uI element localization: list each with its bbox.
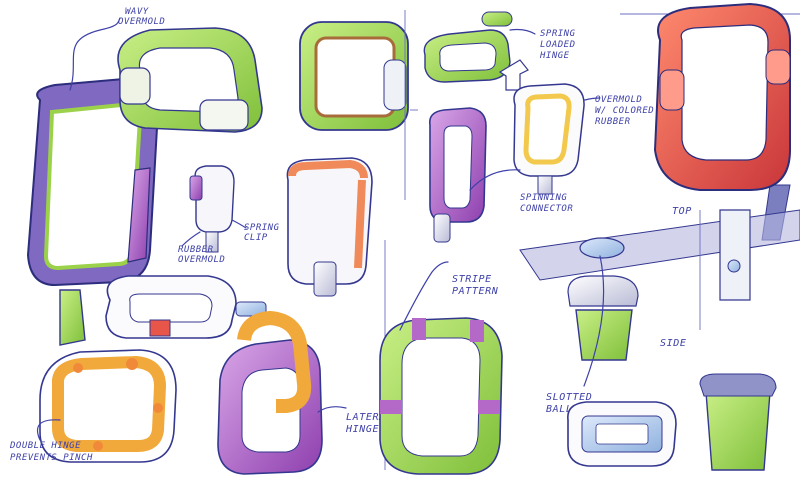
label-lateral-2: HINGE [345, 424, 379, 435]
label-double-hinge-1: DOUBLE HINGE [9, 441, 81, 451]
label-wavy-overmold-1: WAVY [125, 7, 149, 17]
carabiner-spring-hinge [423, 11, 529, 91]
label-spring-clip-1: SPRING [244, 223, 280, 233]
label-wavy-overmold-2: OVERMOLD [118, 17, 165, 27]
label-spinning-2: CONNECTOR [520, 204, 573, 214]
label-spinning-1: SPINNING [520, 193, 567, 203]
carabiner-yellow-overmold [513, 83, 585, 195]
label-spring-3: HINGE [539, 51, 570, 61]
view-ball-joint [519, 209, 800, 471]
label-overmold-2: W/ COLORED [595, 106, 654, 116]
label-spring-clip-2: CLIP [244, 233, 268, 243]
carabiner-wavy-overmold [26, 76, 160, 346]
label-overmold-3: RUBBER [595, 117, 631, 127]
carabiner-green-brown-inner [299, 21, 409, 131]
label-spring-2: LOADED [540, 40, 576, 50]
carabiner-segmented-perspective [117, 27, 263, 133]
label-rubber-overmold-2: OVERMOLD [178, 255, 225, 265]
carabiner-double-hinge [39, 349, 177, 463]
label-top: TOP [672, 206, 692, 217]
label-side: SIDE [660, 338, 686, 349]
clip-spring-small [189, 165, 235, 253]
carabiner-lateral-hinge [217, 310, 323, 475]
label-slotted-1: SLOTTED [546, 392, 592, 403]
label-overmold-1: OVERMOLD [595, 95, 642, 105]
label-rubber-overmold-1: RUBBER [178, 245, 214, 255]
carabiner-red-large [620, 2, 800, 241]
carabiner-orange-center [286, 157, 373, 297]
carabiner-open-loop [105, 275, 267, 339]
label-stripe-2: PATTERN [452, 286, 499, 297]
carabiner-blue-small [567, 401, 677, 467]
carabiner-purple-spinning [428, 107, 487, 243]
label-stripe-1: STRIPE [452, 274, 492, 285]
carabiner-stripe-pattern [379, 240, 503, 475]
label-double-hinge-2: PREVENTS PINCH [10, 453, 93, 463]
label-spring-1: SPRING [540, 29, 576, 39]
label-lateral-1: LATERAL [346, 412, 392, 423]
